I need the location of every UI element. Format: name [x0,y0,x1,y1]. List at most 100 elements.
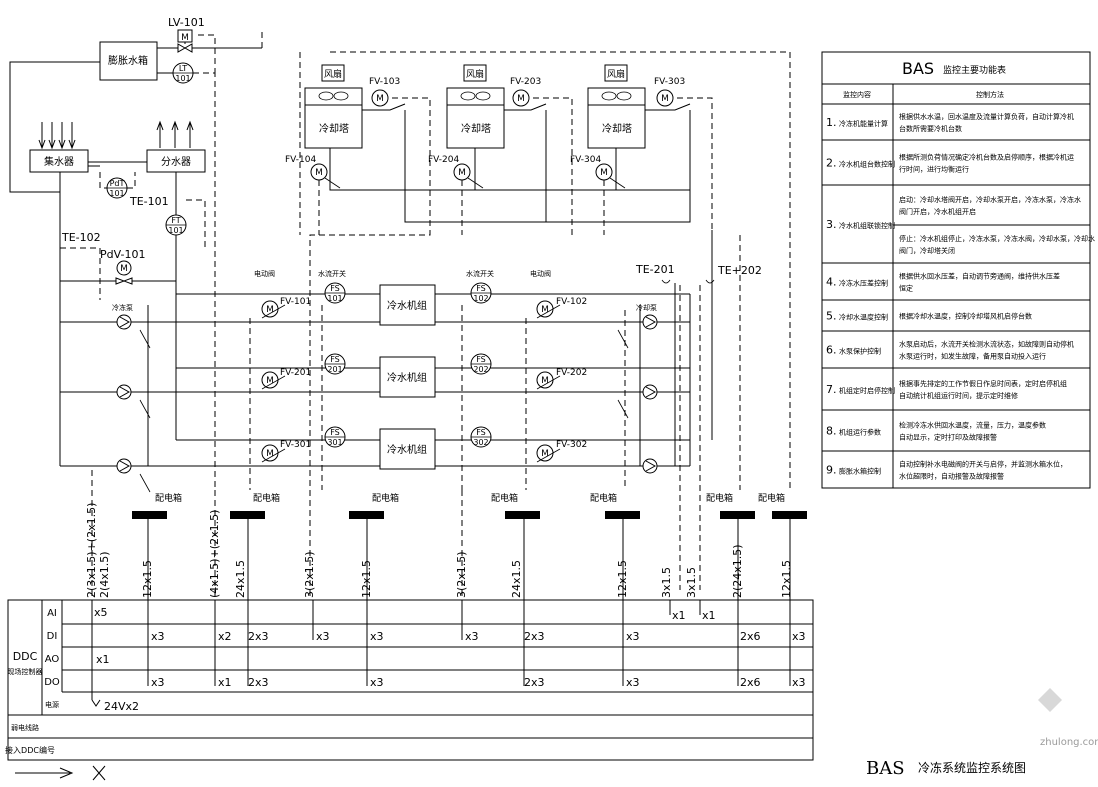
function-item-name: 冷水机组台数控制 [839,160,895,169]
svg-text:x2: x2 [218,630,232,643]
ddc-title: DDC [13,650,38,663]
svg-text:风扇: 风扇 [607,68,625,80]
svg-text:DO: DO [44,677,60,688]
svg-text:101: 101 [168,226,183,235]
svg-text:M: M [181,33,189,43]
svg-text:水流开关: 水流开关 [466,269,494,278]
svg-text:冷却塔: 冷却塔 [319,122,349,135]
svg-text:301: 301 [327,438,342,447]
svg-text:101: 101 [175,74,190,83]
table-title-sub: 监控主要功能表 [943,64,1006,76]
svg-text:风扇: 风扇 [466,68,484,80]
pdv101-actuator [116,260,132,276]
svg-text:FV-302: FV-302 [556,440,587,450]
svg-text:101: 101 [327,294,342,303]
svg-text:FV-202: FV-202 [556,368,587,378]
cable-spec-7: 12x1.5 [360,560,373,598]
lv101-valve-icon [177,43,193,53]
collector [29,149,89,173]
function-item-number: 5. [826,310,837,323]
function-item-number: 7. [826,383,837,396]
cable-spec-12: 3x1.5 [685,567,698,598]
function-item-number: 8. [826,425,837,438]
pdv101-valve-icon [115,277,133,285]
svg-text:2x6: 2x6 [740,630,761,643]
svg-text:M: M [661,94,669,104]
svg-text:FS: FS [476,355,486,364]
svg-text:101: 101 [109,189,124,198]
svg-text:FV-301: FV-301 [280,440,311,450]
svg-text:302: 302 [473,438,488,447]
svg-text:x3: x3 [370,676,384,689]
svg-text:冷水机组: 冷水机组 [387,371,427,384]
svg-text:x1: x1 [702,609,716,622]
svg-text:FV-304: FV-304 [570,155,602,165]
dist-box-1 [132,511,167,519]
function-item-desc: 停止：冷水机组停止，冷冻水泵，冷冻水阀，冷却水泵，冷却水 [899,234,1095,243]
water-headers: 集水器 分水器 PdT 101 TE-101 FT 101 TE-102 PdV… [29,120,206,466]
svg-text:FS: FS [330,284,340,293]
svg-text:x3: x3 [151,630,165,643]
chiller-1 [379,284,436,326]
cable-specs: 2(3x1.5)+(2x1.5) 2(4x1.5) 12x1.5 (4x1.5)… [85,503,793,598]
svg-text:FV-204: FV-204 [428,155,460,165]
watermark-logo-icon [1038,688,1062,712]
dist-box-5 [605,511,640,519]
function-item-name: 膨胀水箱控制 [839,467,881,476]
svg-text:分水器: 分水器 [161,156,191,168]
function-item-desc: 水位超限时，自动报警及故障报警 [899,472,1004,481]
fv203-actuator [512,89,530,107]
chilled-pump-3 [116,458,132,474]
svg-text:FS: FS [330,355,340,364]
cooling-tower-2 [446,87,505,149]
footer-bas: BAS [866,758,905,779]
function-item-desc: 阀门开启，冷水机组开启 [899,207,976,216]
svg-text:配电箱: 配电箱 [758,492,785,504]
cooling-pump-3 [642,458,658,474]
svg-text:FV-201: FV-201 [280,368,311,378]
svg-text:M: M [266,305,274,315]
ddc-table: DDC 现场控制器 AI DI AO DO 电源 弱电线路 接入DDC编号 x5… [5,599,814,781]
svg-text:监控内容: 监控内容 [843,90,871,99]
svg-text:2x6: 2x6 [740,676,761,689]
svg-text:x3: x3 [151,676,165,689]
dist-box-4 [505,511,540,519]
footer-title: BAS 冷冻系统监控系统图 zhulong.com [866,688,1098,779]
cooling-towers: 风扇 冷却塔 M FV-103 风扇 冷却塔 M FV-203 风扇 冷却塔 M… [261,30,791,490]
cable-spec-4: (4x1.5)+(2x1.5) [208,510,221,598]
cable-spec-5: 24x1.5 [234,560,247,598]
svg-text:电源: 电源 [45,700,59,709]
chiller-2 [379,356,436,398]
svg-text:M: M [315,168,323,178]
svg-text:弱电线路: 弱电线路 [11,723,39,732]
function-item-name: 机组运行参数 [839,428,881,437]
function-item-desc: 自动统计机组运行时间，提示定时维修 [899,391,1018,400]
svg-text:FV-104: FV-104 [285,155,317,165]
svg-text:冷水机组: 冷水机组 [387,443,427,456]
function-item-name: 水泵保护控制 [839,347,881,356]
function-item-desc: 根据所测负荷情况确定冷机台数及启停顺序，根据冷机运 [899,153,1074,162]
distribution-boxes: 配电箱 配电箱 配电箱 配电箱 配电箱 配电箱 配电箱 [91,470,807,600]
svg-text:配电箱: 配电箱 [590,492,617,504]
svg-text:TE-101: TE-101 [129,195,169,208]
function-item-name: 机组定时启停控制 [839,386,895,395]
svg-text:M: M [376,94,384,104]
fan-3 [604,64,628,82]
chilled-pump-2 [116,384,132,400]
function-item-number: 3. [826,218,837,231]
svg-text:电动阀: 电动阀 [530,269,551,278]
svg-text:2x3: 2x3 [524,630,545,643]
cooling-tower-1 [304,87,363,149]
function-item-desc: 自动控制补水电磁阀的开关与启停，并监测水箱水位， [899,460,1067,469]
svg-text:2x3: 2x3 [524,676,545,689]
svg-text:配电箱: 配电箱 [372,492,399,504]
svg-text:x3: x3 [792,676,806,689]
svg-text:冷水机组: 冷水机组 [387,299,427,312]
chilled-pump-1 [116,314,132,330]
function-item-desc: 根据供水水温，回水温度及流量计算负荷，自动计算冷机 [899,112,1074,121]
svg-text:x1: x1 [218,676,232,689]
fv303-actuator [656,89,674,107]
cable-spec-1: 2(3x1.5)+(2x1.5) [85,503,98,598]
svg-text:冷却泵: 冷却泵 [636,303,657,312]
